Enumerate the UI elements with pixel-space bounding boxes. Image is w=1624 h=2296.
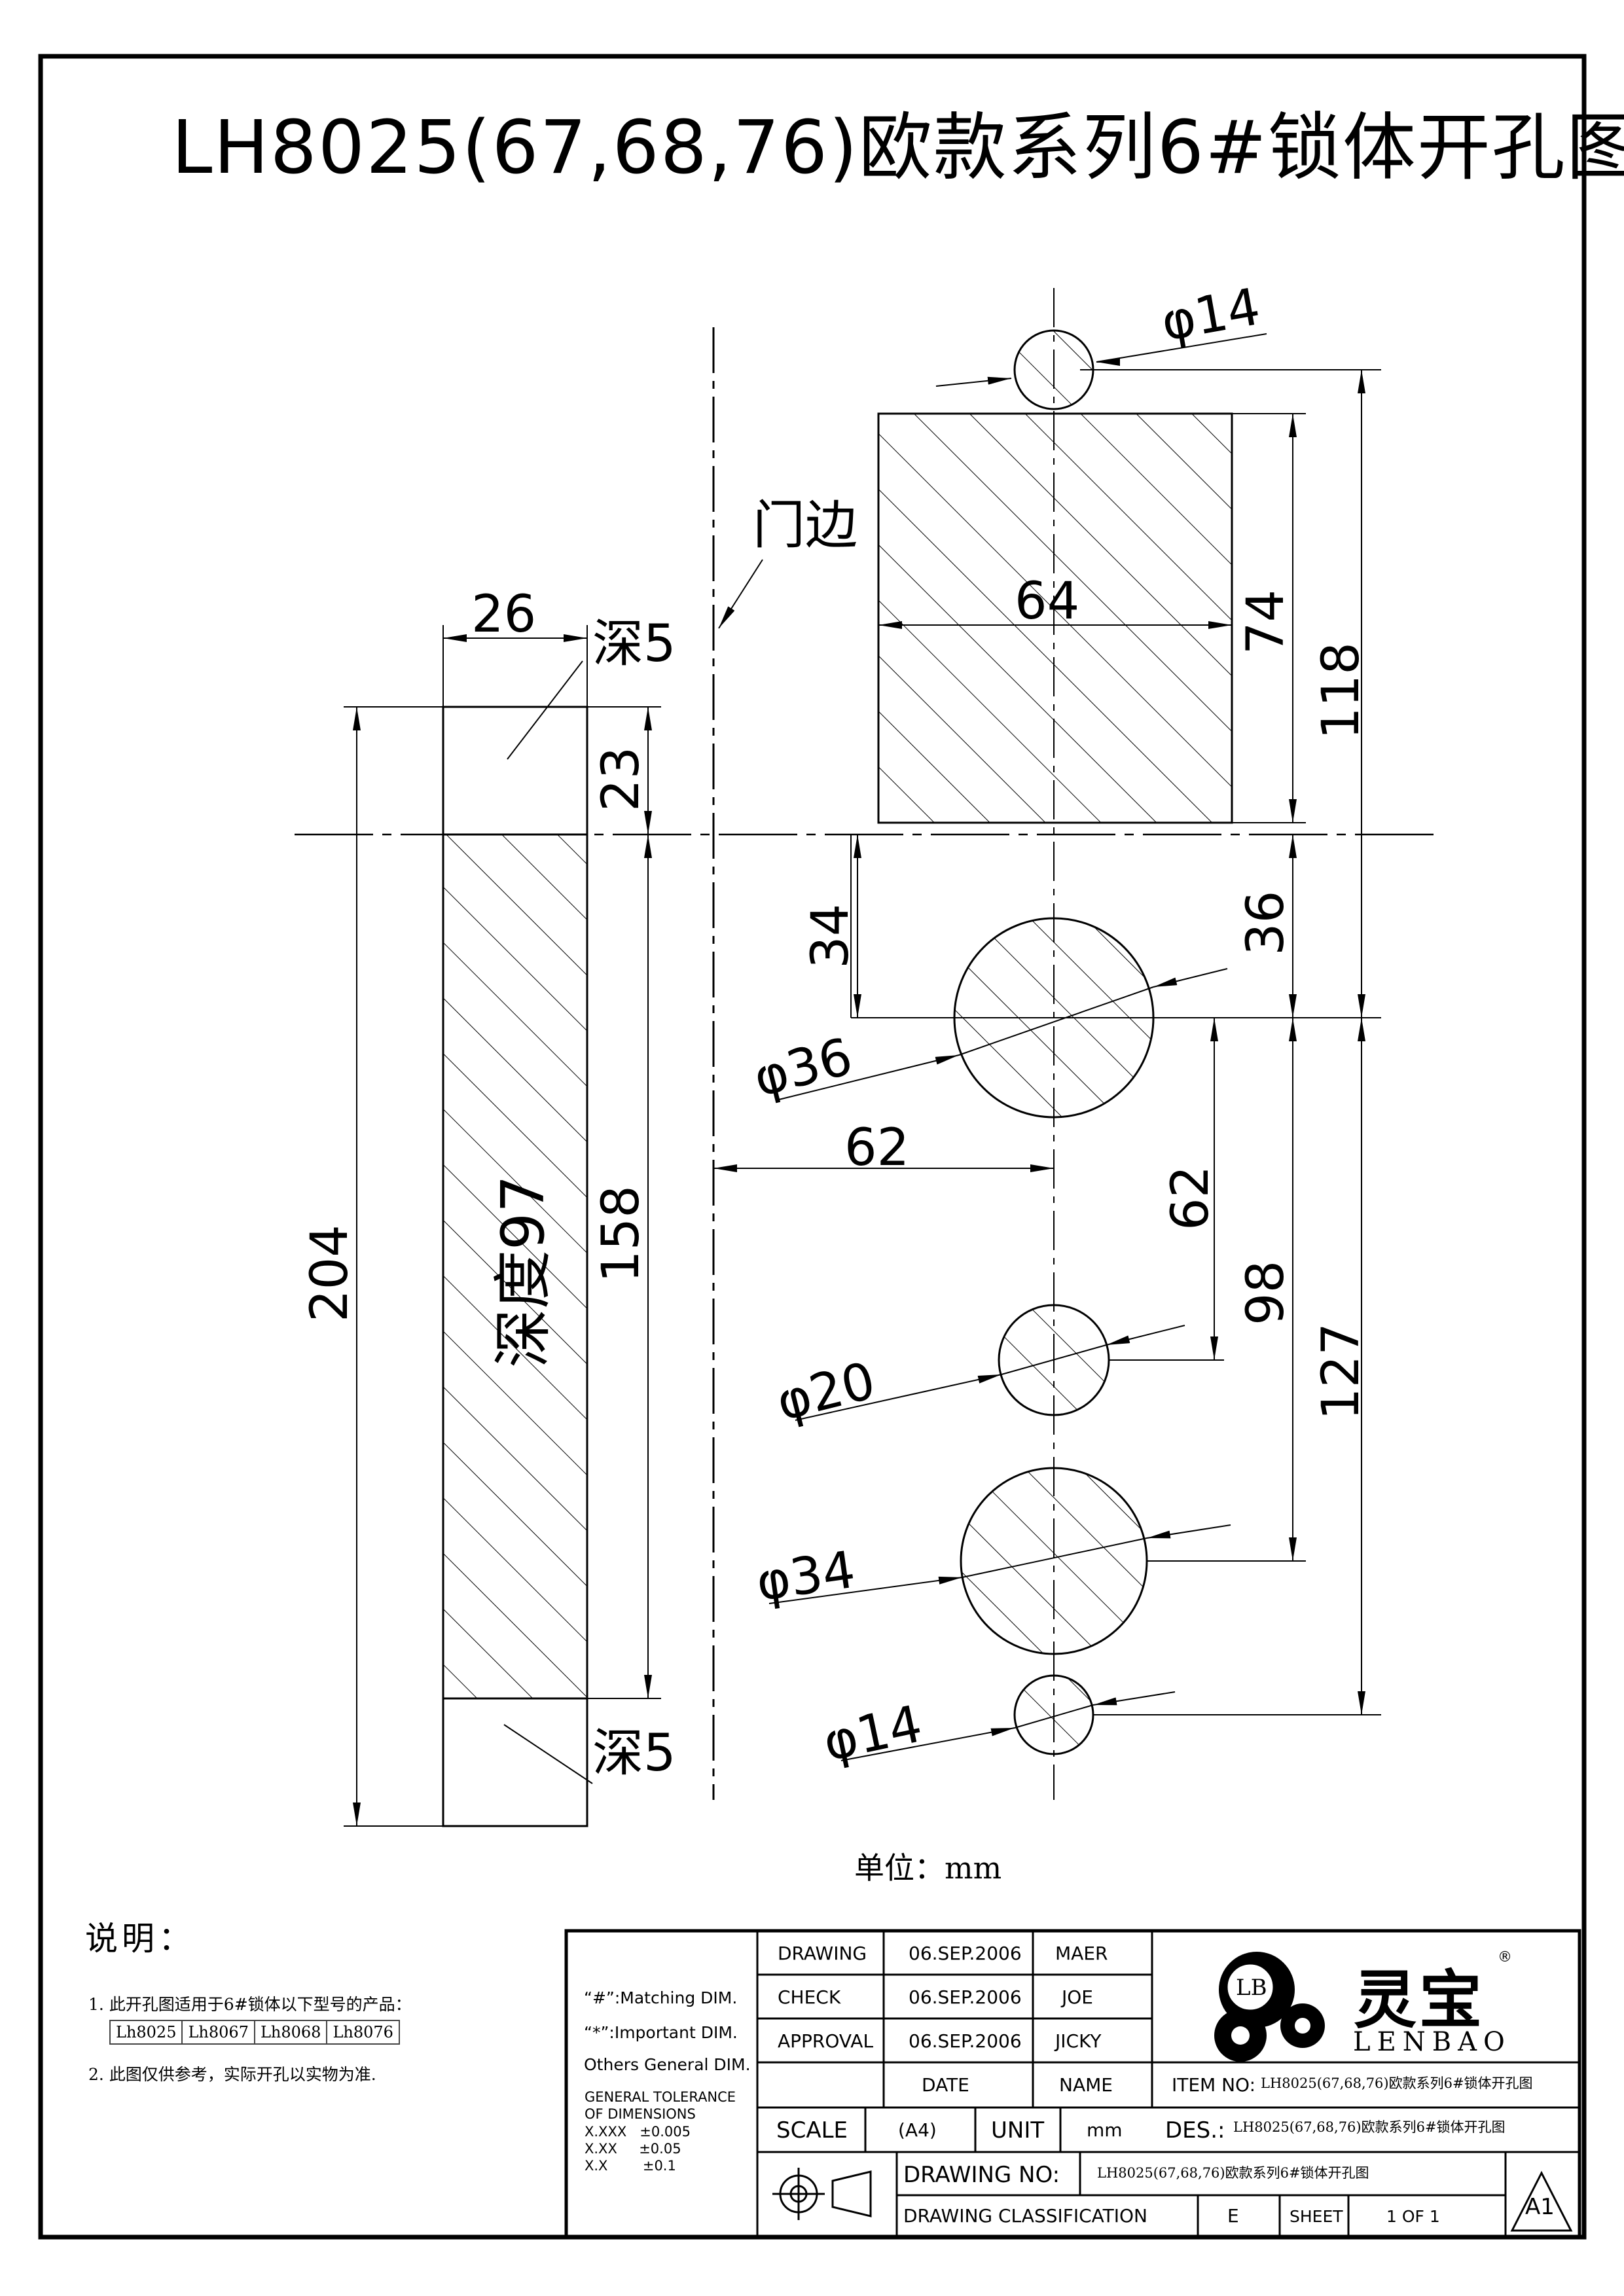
drawing-date: 06.SEP.2006 <box>909 1943 1022 1964</box>
strip-bottom-leader <box>503 1724 593 1784</box>
matching-dim-note: “#”:Matching DIM. <box>584 1988 738 2007</box>
model-cell: Lh8025 <box>109 2020 183 2045</box>
title-block <box>564 1929 1581 2239</box>
dim-36-label: 36 <box>1236 891 1295 956</box>
check-date: 06.SEP.2006 <box>909 1986 1022 2008</box>
hole-34 <box>960 1467 1148 1655</box>
sheet-size-triangle <box>1510 2170 1573 2232</box>
hole-label-20: φ20 <box>771 1352 881 1433</box>
hole-label-bottom-14: φ14 <box>818 1695 927 1772</box>
tol-x: X.X ±0.1 <box>585 2158 676 2174</box>
dim-62-v-label: 62 <box>1161 1166 1220 1230</box>
lenbao-logo-icon: LB <box>1214 1952 1325 2062</box>
gen-tol-line-2: OF DIMENSIONS <box>585 2106 696 2122</box>
check-row-label: CHECK <box>778 1986 841 2008</box>
dim-64-label: 64 <box>1015 572 1079 631</box>
classification-label: DRAWING CLASSIFICATION <box>903 2205 1147 2227</box>
others-dim-note: Others General DIM. <box>584 2055 751 2074</box>
approval-date: 06.SEP.2006 <box>909 2030 1022 2052</box>
hole-bottom-14 <box>1013 1674 1094 1755</box>
des-value: LH8025(67,68,76)欧款系列6#锁体开孔图 <box>1233 2119 1506 2135</box>
check-name: JOE <box>1062 1986 1093 2008</box>
model-cell: Lh8076 <box>326 2020 400 2045</box>
logo-chinese: 灵宝 <box>1354 1963 1485 2037</box>
gen-tol-line-1: GENERAL TOLERANCE <box>585 2089 736 2105</box>
item-no-value: LH8025(67,68,76)欧款系列6#锁体开孔图 <box>1261 2075 1533 2091</box>
mortise-strip-bottom <box>442 1697 588 1827</box>
unit-label: 单位：mm <box>854 1850 1002 1886</box>
dim-74-label: 74 <box>1236 590 1295 655</box>
drawing-row-label: DRAWING <box>778 1943 867 1964</box>
projection-symbol-icon <box>772 2168 872 2220</box>
notes-heading: 说明： <box>85 1920 195 1958</box>
approval-name: JICKY <box>1055 2030 1102 2052</box>
des-label: DES.: <box>1165 2117 1225 2144</box>
logo-english: LENBAO <box>1353 2027 1511 2057</box>
dim-26-label: 26 <box>471 585 536 644</box>
hole-label-36: φ36 <box>748 1028 858 1109</box>
dim-158-label: 158 <box>592 1185 651 1283</box>
note-1: 1. 此开孔图适用于6#锁体以下型号的产品： <box>88 1995 412 2014</box>
drawing-name: MAER <box>1055 1943 1108 1964</box>
model-list: Lh8025 Lh8067 Lh8068 Lh8076 <box>109 2020 400 2045</box>
drawing-no-label: DRAWING NO: <box>903 2162 1060 2188</box>
mortise-strip <box>442 833 588 1700</box>
important-dim-note: “*”:Important DIM. <box>584 2023 738 2042</box>
model-cell: Lh8068 <box>253 2020 328 2045</box>
strip-depth-top-label: 深5 <box>592 615 676 673</box>
dim-98-label: 98 <box>1236 1261 1295 1325</box>
tol-xx: X.XX ±0.05 <box>585 2141 681 2157</box>
dim-118-label: 118 <box>1312 642 1371 740</box>
dim-23-label: 23 <box>592 747 651 812</box>
dim-204-label: 204 <box>300 1225 359 1322</box>
strip-depth-main-label: 深度97 <box>489 1175 558 1368</box>
registered-mark: ® <box>1498 1949 1512 1965</box>
sheet-label: SHEET <box>1290 2207 1343 2226</box>
approval-row-label: APPROVAL <box>778 2030 874 2052</box>
scale-value: (A4) <box>898 2119 937 2141</box>
unit-field-value: mm <box>1087 2119 1123 2141</box>
hole-label-34: φ34 <box>753 1541 859 1613</box>
dim-62-h-label: 62 <box>844 1119 909 1177</box>
strip-top-leader <box>507 660 583 760</box>
scale-label: SCALE <box>776 2117 848 2144</box>
hole-label-top-14: φ14 <box>1157 278 1265 353</box>
mortise-strip-top <box>442 706 588 836</box>
logo-badge: LB <box>1236 1975 1267 2001</box>
model-cell: Lh8067 <box>181 2020 255 2045</box>
door-edge-label: 门边 <box>753 495 857 556</box>
drawing-no-value: LH8025(67,68,76)欧款系列6#锁体开孔图 <box>1097 2165 1369 2181</box>
classification-value: E <box>1227 2205 1239 2227</box>
dim-34-label: 34 <box>801 904 860 969</box>
tol-xxx: X.XXX ±0.005 <box>585 2124 691 2140</box>
date-header: DATE <box>922 2074 969 2096</box>
unit-field-label: UNIT <box>991 2117 1045 2144</box>
dim-127-label: 127 <box>1312 1323 1371 1420</box>
note-2: 2. 此图仅供参考，实际开孔以实物为准. <box>88 2065 376 2084</box>
sheet-size-label: A1 <box>1525 2194 1555 2220</box>
sheet-value: 1 OF 1 <box>1386 2207 1440 2226</box>
name-header: NAME <box>1059 2074 1113 2096</box>
strip-depth-bottom-label: 深5 <box>592 1724 676 1783</box>
item-no-label: ITEM NO: <box>1172 2074 1256 2096</box>
square-cutout <box>877 412 1233 824</box>
drawing-title: LH8025(67,68,76)欧款系列6#锁体开孔图 <box>171 105 1624 190</box>
sheet-border <box>38 54 1587 2240</box>
